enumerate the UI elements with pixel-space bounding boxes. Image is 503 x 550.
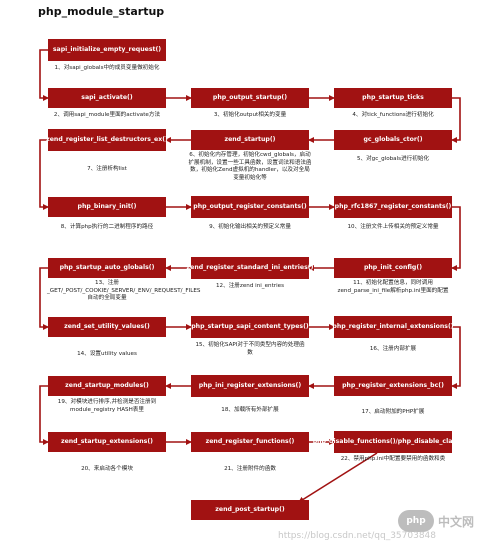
- logo-text: 中文网: [438, 514, 475, 529]
- edge-n6-n7: [39, 139, 49, 210]
- caption-step-11: 11、初始化配置信息，同时调用zend_parse_ini_file解析php.…: [337, 280, 449, 294]
- node-php-output-register-constants: php_output_register_constants(): [191, 196, 309, 218]
- node-php-output-startup: php_output_startup(): [191, 88, 309, 108]
- edge-n21-n22: [298, 452, 378, 503]
- node-php-register-extensions-bc: php_register_extensions_bc(): [334, 376, 452, 396]
- node-zend-startup-extensions: zend_startup_extensions(): [48, 432, 166, 452]
- node-php-rfc1867-register-constants: php_rfc1867_register_constants(): [334, 196, 452, 218]
- node-php-startup-ticks: php_startup_ticks: [334, 88, 452, 108]
- edge-n18-n19: [39, 385, 49, 445]
- node-zend-startup-modules: zend_startup_modules(): [48, 376, 166, 396]
- logo-badge: php: [398, 510, 434, 532]
- node-zend-post-startup: zend_post_startup(): [191, 500, 309, 520]
- node-php-binary-init: php_binary_init(): [48, 197, 166, 217]
- caption-step-7: 7、注册析构list: [87, 166, 127, 172]
- caption-step-2: 2、调用sapi_module里面的activate方法: [53, 112, 161, 118]
- node-zend-register-list-destructors-ex: zend_register_list_destructors_ex(): [46, 129, 168, 151]
- caption-step-8: 8、计算php执行的二进制程序的路径: [60, 224, 154, 230]
- edge-n12-n13: [39, 267, 49, 330]
- caption-step-12: 12、注册zend ini_entries: [216, 283, 284, 289]
- caption-step-16: 16、注册内部扩展: [369, 346, 417, 352]
- node-sapi-initialize-empty-request: sapi_initialize_empty_request(): [48, 39, 166, 61]
- node-zend-register-standard-ini-entries: zend_register_standard_ini_entries(): [187, 257, 313, 279]
- caption-step-18: 18、加载所有外部扩展: [221, 407, 279, 413]
- node-php-register-internal-extensions: php_register_internal_extensions(): [332, 316, 454, 338]
- caption-step-14: 14、设置utility values: [77, 351, 137, 357]
- caption-step-4: 4、对tick_functions进行初始化: [352, 112, 434, 118]
- caption-step-10: 10、注册文件上传相关的预定义常量: [347, 224, 439, 230]
- watermark-url: https://blog.csdn.net/qq_35703848: [278, 531, 437, 541]
- caption-step-21: 21、注册附件的函数: [224, 466, 276, 472]
- caption-step-6: 6、初始化内存管理，初始化cwd_globals，启动扩展机制，设置一些工具函数…: [188, 152, 312, 181]
- diagram-title: php_module_startup: [38, 5, 165, 18]
- node-zend-startup: zend_startup(): [191, 130, 309, 150]
- node-php-startup-sapi-content-types: php_startup_sapi_content_types(): [191, 316, 309, 338]
- node-php-startup-auto-globals: php_startup_auto_globals(): [48, 258, 166, 278]
- caption-step-1: 1、对sapi_globals中的成员变量做初始化: [54, 65, 160, 71]
- caption-step-9: 9、初始化输出相关的预定义常量: [209, 224, 291, 230]
- caption-step-20: 20、来启动各个模块: [81, 466, 133, 472]
- caption-step-3: 3、初始化output相关的变量: [213, 112, 287, 118]
- node-gc-globals-ctor: gc_globals_ctor(): [334, 130, 452, 150]
- caption-step-17: 17、启动附加的PHP扩展: [361, 409, 425, 415]
- node-php-ini-register-extensions: php_ini_register_extensions(): [191, 375, 309, 397]
- caption-step-5: 5、对gc_globals进行初始化: [356, 156, 430, 162]
- caption-step-13: 13、注册_GET/_POST/_COOKIE/_SERVER/_ENV/_RE…: [47, 280, 201, 302]
- node-zend-register-functions: zend_register_functions(): [191, 432, 309, 452]
- node-sapi-activate: sapi_activate(): [48, 88, 166, 108]
- caption-step-19: 19、对模块进行排序,并检测是否注册到module_registry HASH表…: [57, 399, 157, 413]
- edge-n9-n10: [451, 206, 461, 271]
- edge-n15-n16: [451, 326, 461, 389]
- node-zend-set-utility-values: zend_set_utility_values(): [48, 317, 166, 337]
- node-php-disable-functions-classes: php_disable_functions()/php_disable_clas…: [313, 431, 473, 453]
- caption-step-22: 22、禁用php.ini中配置要禁用的函数和类: [340, 456, 446, 462]
- edge-n3-n4: [451, 97, 461, 143]
- caption-step-15: 15、初始化SAPI对于不同类型内容的处理函数: [195, 342, 305, 356]
- edge-n0-n1: [39, 49, 49, 101]
- node-php-init-config: php_init_config(): [334, 258, 452, 278]
- site-logo: php 中文网: [398, 506, 482, 536]
